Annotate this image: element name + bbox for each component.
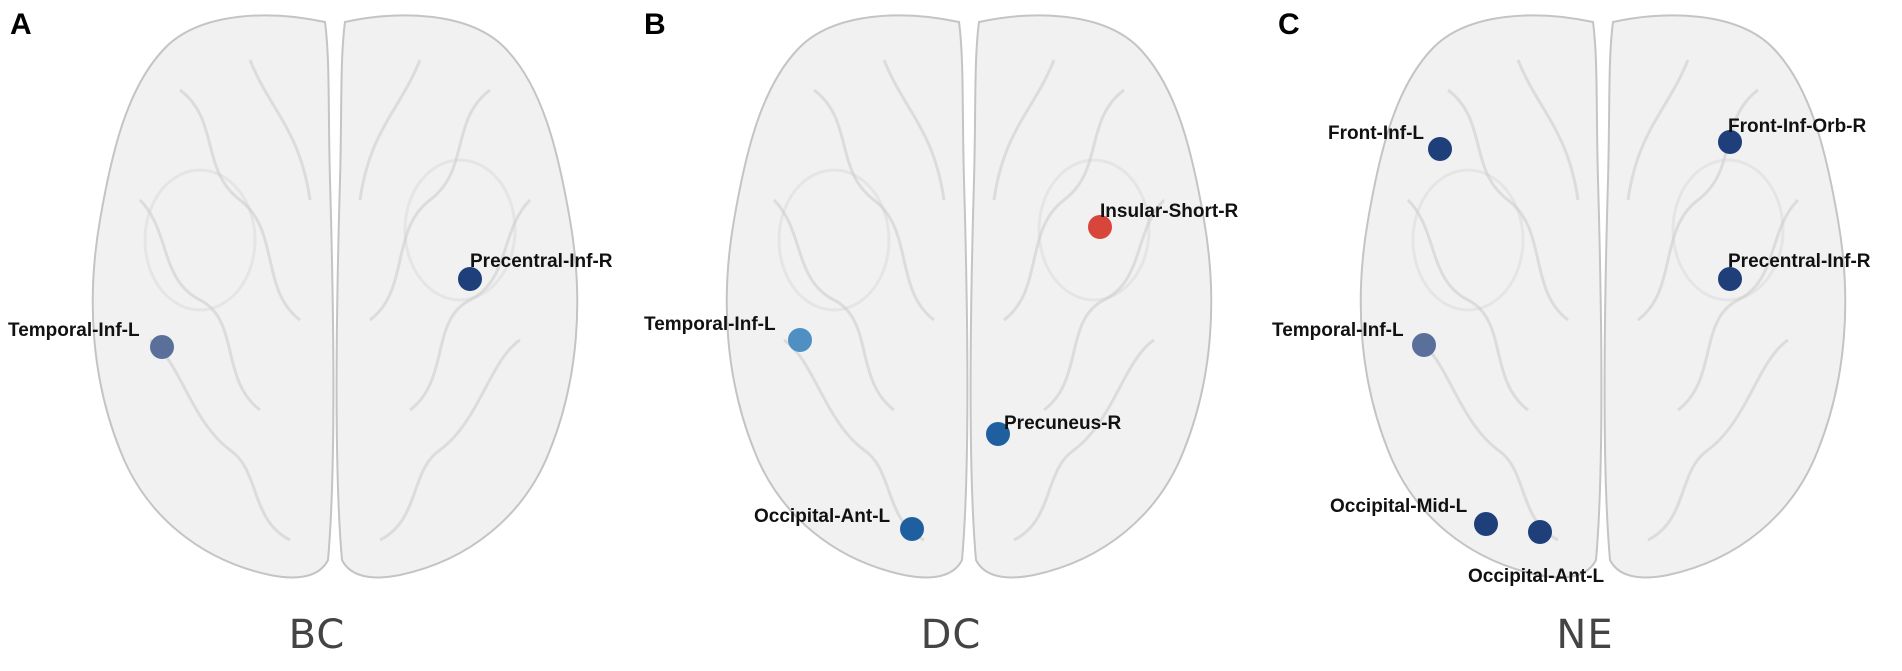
- node-temporal-inf-l: Temporal-Inf-L: [8, 320, 174, 359]
- node-sphere: [1528, 520, 1552, 544]
- node-temporal-inf-l: Temporal-Inf-L: [644, 314, 812, 352]
- gyri-texture: [138, 59, 532, 542]
- brain-hemispheres: [91, 14, 579, 579]
- node-sphere: [458, 267, 482, 291]
- gyri-texture: [772, 59, 1166, 542]
- node-label: Temporal-Inf-L: [644, 314, 776, 335]
- right-hemisphere: [335, 14, 579, 579]
- right-hemisphere: [969, 14, 1213, 579]
- node-label: Occipital-Mid-L: [1330, 496, 1468, 517]
- node-label: Temporal-Inf-L: [1272, 320, 1404, 341]
- brain-glass-view: Insular-Short-R Temporal-Inf-L Precuneus…: [644, 14, 1239, 579]
- left-hemisphere: [91, 14, 335, 579]
- brain-hemispheres: [1359, 14, 1847, 579]
- node-precuneus-r: Precuneus-R: [986, 413, 1121, 446]
- node-sphere: [788, 328, 812, 352]
- panel-letter: A: [10, 8, 32, 41]
- panel-letter: C: [1278, 8, 1300, 41]
- node-precentral-inf-r: Precentral-Inf-R: [458, 251, 613, 291]
- node-sphere: [986, 422, 1010, 446]
- node-front-inf-orb-r: Front-Inf-Orb-R: [1718, 116, 1867, 154]
- node-label: Precuneus-R: [1004, 413, 1121, 434]
- node-label: Insular-Short-R: [1100, 201, 1239, 222]
- node-sphere: [1718, 267, 1742, 291]
- panel-caption: BC: [288, 612, 346, 658]
- brain-hemispheres: [725, 14, 1213, 579]
- node-label: Front-Inf-L: [1328, 123, 1424, 144]
- node-label: Precentral-Inf-R: [1728, 251, 1871, 272]
- node-label: Precentral-Inf-R: [470, 251, 613, 272]
- panel-a: Precentral-Inf-R Temporal-Inf-L A BC: [0, 0, 634, 671]
- node-temporal-inf-l: Temporal-Inf-L: [1272, 320, 1436, 357]
- left-hemisphere: [725, 14, 969, 579]
- gyri-texture: [1406, 59, 1800, 542]
- panel-b: Insular-Short-R Temporal-Inf-L Precuneus…: [634, 0, 1268, 671]
- panel-c: Front-Inf-L Front-Inf-Orb-R Precentral-I…: [1268, 0, 1902, 671]
- brain-glass-view: Precentral-Inf-R Temporal-Inf-L: [8, 14, 613, 579]
- panel-letter: B: [644, 8, 666, 41]
- brain-glass-view: Front-Inf-L Front-Inf-Orb-R Precentral-I…: [1272, 14, 1871, 587]
- node-sphere: [150, 335, 174, 359]
- node-insular-short-r: Insular-Short-R: [1088, 201, 1239, 239]
- node-sphere: [1428, 137, 1452, 161]
- node-label: Temporal-Inf-L: [8, 320, 140, 341]
- node-sphere: [1412, 333, 1436, 357]
- node-front-inf-l: Front-Inf-L: [1328, 123, 1452, 161]
- node-occipital-ant-l: Occipital-Ant-L: [1468, 520, 1605, 587]
- panel-caption: DC: [920, 612, 982, 658]
- node-sphere: [900, 517, 924, 541]
- node-occipital-mid-l: Occipital-Mid-L: [1330, 496, 1498, 536]
- node-sphere: [1474, 512, 1498, 536]
- panel-caption: NE: [1556, 612, 1614, 658]
- node-occipital-ant-l: Occipital-Ant-L: [754, 506, 924, 541]
- node-sphere: [1088, 215, 1112, 239]
- node-precentral-inf-r: Precentral-Inf-R: [1718, 251, 1871, 291]
- left-hemisphere: [1359, 14, 1603, 579]
- right-hemisphere: [1603, 14, 1847, 579]
- node-label: Front-Inf-Orb-R: [1728, 116, 1867, 137]
- node-label: Occipital-Ant-L: [1468, 566, 1605, 587]
- node-sphere: [1718, 130, 1742, 154]
- node-label: Occipital-Ant-L: [754, 506, 891, 527]
